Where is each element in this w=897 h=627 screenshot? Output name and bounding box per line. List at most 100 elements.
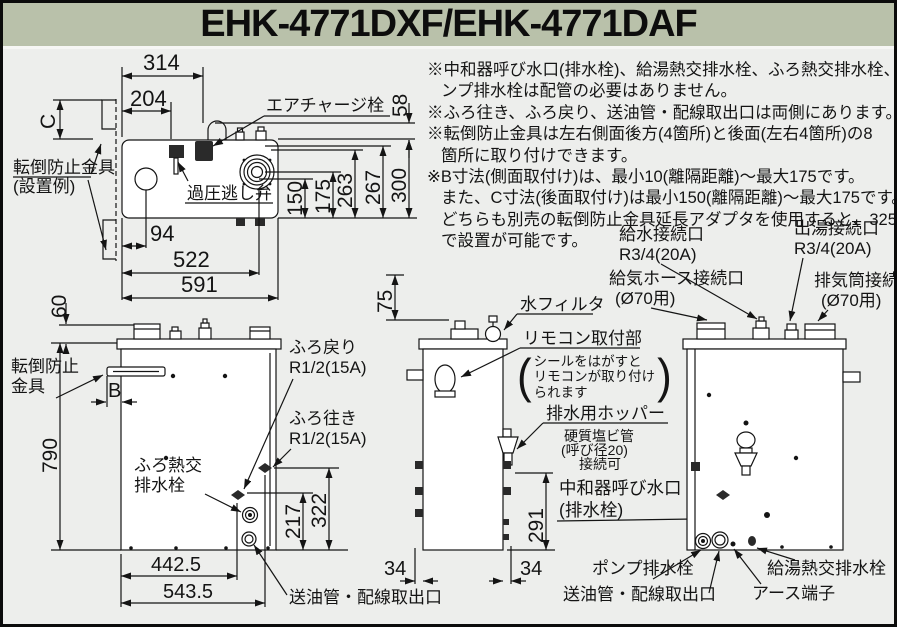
dim-267: 267 (362, 170, 385, 205)
air-charge-fitting (195, 141, 213, 161)
tipover-bracket-label: 転倒防止 (11, 357, 79, 376)
dim-591: 591 (181, 272, 218, 297)
front-view: 60 790 転倒防止 金具 B ふろ戻り R1/2(15A) ふろ往き R1/… (11, 295, 442, 607)
water-filter-ball (484, 325, 502, 343)
furo-return-fitting (231, 490, 245, 500)
dim-58: 58 (389, 94, 412, 117)
furo-supply-size: R1/2(15A) (289, 429, 366, 448)
flue-size: (Ø70用) (821, 291, 881, 310)
pvc-pipe-label: 硬質塩ビ管 (564, 428, 634, 444)
dim-442-5: 442.5 (151, 554, 201, 576)
earth-terminal-point (730, 541, 736, 547)
furo-hx-drain-label-2: 排水栓 (134, 476, 185, 495)
side-view: 75 291 34 34 水フィルタ リモコン取付部 排水用ホッパー 硬質塩ビ管… (374, 274, 762, 585)
remote-mount-label: リモコン取付部 (523, 329, 642, 348)
air-hose-label: 給気ホース接続口 (609, 269, 744, 288)
air-charge-valve-label: エアチャージ栓 (266, 96, 384, 115)
title-bar: EHK-4771DXF/EHK-4771DAF (3, 3, 894, 49)
note-line: ※ふろ往き、ふろ戻り、送油管・配線取出口は両側にあります。 (427, 103, 897, 122)
hw-hx-drain-plug (748, 536, 756, 546)
dim-217: 217 (282, 504, 305, 539)
neutralizer-port-hole (764, 512, 770, 518)
note-line: 箇所に取り付けできます。 (441, 146, 638, 165)
air-hose-connector (696, 322, 726, 340)
note-line: ンプ排水栓は配管の必要はありません。 (441, 82, 738, 101)
water-filter-label: 水フィルタ (520, 295, 605, 314)
water-inlet-size: R3/4(20A) (619, 245, 696, 264)
flue-label: 排気筒接続口 (814, 271, 897, 290)
note-line: ※中和器呼び水口(排水栓)、給湯熱交排水栓、ふろ熱交排水栓、ポ (427, 61, 897, 79)
earth-terminal-label: アース端子 (752, 584, 835, 603)
dim-300: 300 (388, 168, 411, 203)
front-body (120, 348, 277, 551)
front-top-cap (116, 338, 282, 350)
notes-block: ※中和器呼び水口(排水栓)、給湯熱交排水栓、ふろ熱交排水栓、ポ ンプ排水栓は配管… (427, 60, 897, 253)
remote-note-line: リモコンが取り付け (533, 369, 656, 385)
furo-return-label: ふろ戻り (289, 338, 357, 357)
dim-263: 263 (334, 173, 357, 208)
oil-pipe-outlet-right-label: 送油管・配線取出口 (563, 585, 716, 604)
dim-150: 150 (284, 181, 307, 216)
dim-790: 790 (39, 438, 62, 473)
relief-valve-fitting (169, 145, 184, 158)
dim-75: 75 (374, 290, 397, 313)
oil-pipe-outlet-left-label: 送油管・配線取出口 (289, 588, 442, 607)
dim-94: 94 (150, 221, 174, 246)
side-bracket-tab (406, 369, 424, 381)
tipover-bracket-example-label-2: (設置例) (13, 177, 75, 196)
dim-322: 322 (308, 493, 331, 528)
remote-note-line: られます (533, 384, 588, 400)
remote-note-line: シールをはがすと (533, 353, 642, 369)
note-line: どちらも別売の転倒防止金具延長アダプタを使用すると、325ま (441, 210, 897, 229)
pvc-pipe-label-3: 接続可 (579, 456, 621, 472)
furo-hx-drain-label: ふろ熱交 (134, 456, 202, 475)
dim-291: 291 (525, 508, 548, 543)
dim-b: B (108, 380, 121, 402)
note-line: ※転倒防止金具は左右側面後方(4箇所)と後面(左右4箇所)の8 (427, 125, 873, 144)
neutralizer-port-label: 中和器呼び水口 (559, 478, 682, 498)
water-inlet-connector (752, 316, 770, 340)
note-line: ※B寸法(側面取付け)は、最小10(離隔距離)～最大175です。 (427, 168, 865, 187)
pump-drain-label: ポンプ排水栓 (592, 559, 694, 578)
dim-c: C (37, 114, 60, 129)
dim-204: 204 (130, 86, 167, 111)
dim-522: 522 (173, 247, 210, 272)
furo-return-size: R1/2(15A) (289, 358, 366, 377)
hw-hx-drain-label: 給湯熱交排水栓 (767, 559, 886, 578)
dim-60: 60 (48, 295, 71, 318)
air-charge-handle (207, 120, 227, 140)
dim-34-left: 34 (384, 558, 406, 580)
pump-drain-plug (694, 532, 712, 550)
neutralizer-port-label-2: (排水栓) (559, 500, 623, 520)
neutralizer-assembly (734, 420, 758, 476)
close-paren: ) (657, 349, 672, 404)
remote-mount-oval (434, 364, 456, 394)
flue-connector (804, 323, 836, 340)
dim-175: 175 (312, 179, 335, 214)
dim-34-right: 34 (520, 558, 542, 580)
tipover-bracket-example-label: 転倒防止金具 (13, 158, 115, 177)
furo-supply-label: ふろ往き (289, 409, 357, 428)
furo-supply-fitting (258, 463, 272, 473)
note-line: で設置が可能です。 (441, 232, 588, 251)
water-inlet-label: 給水接続口 (619, 225, 704, 244)
remote-mount-note: ( シールをはがすと リモコンが取り付け られます ) (517, 349, 672, 404)
back-view: 給水接続口 R3/4(20A) 出湯接続口 R3/4(20A) 給気ホース接続口… (563, 219, 897, 604)
drain-hopper (497, 428, 519, 466)
tipover-bracket-label-2: 金具 (11, 377, 45, 396)
open-paren: ( (517, 349, 532, 404)
technical-drawing: 314 204 C エアチャージ栓 58 150 175 263 267 300… (11, 50, 897, 607)
top-view: 314 204 C エアチャージ栓 58 150 175 263 267 300… (13, 50, 417, 302)
drain-hopper-label: 排水用ホッパー (546, 404, 665, 423)
dim-543-5: 543.5 (163, 581, 213, 603)
note-line: また、C寸法(後面取付け)は最小150(離隔距離)～最大175です。 (441, 189, 897, 208)
oil-pipe-outlet-hole (241, 531, 257, 547)
model-title: EHK-4771DXF/EHK-4771DAF (200, 3, 697, 45)
hot-water-outlet-size: R3/4(20A) (794, 239, 871, 258)
back-bracket-tab (842, 371, 861, 383)
back-body (686, 348, 844, 551)
back-top-cap (682, 338, 847, 350)
hot-water-outlet-label: 出湯接続口 (794, 219, 879, 238)
dim-314: 314 (143, 50, 180, 75)
